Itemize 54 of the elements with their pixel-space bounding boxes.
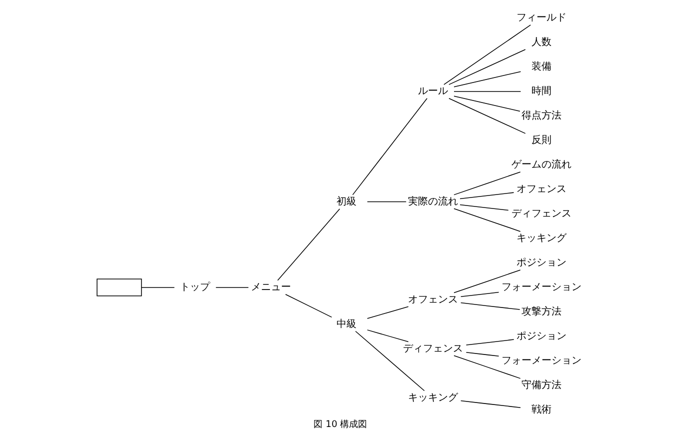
node-text: キッキング bbox=[408, 392, 458, 404]
connector bbox=[443, 24, 530, 85]
connector bbox=[453, 96, 520, 112]
node-text: 人数 bbox=[530, 37, 551, 48]
connector bbox=[284, 294, 332, 318]
node-text: 中級 bbox=[336, 318, 356, 330]
connector bbox=[215, 287, 248, 288]
node-text: フォーメーション bbox=[500, 282, 581, 294]
node-text: 時間 bbox=[530, 86, 551, 98]
connector bbox=[448, 98, 526, 134]
connector bbox=[352, 98, 427, 196]
connector bbox=[465, 339, 514, 346]
connector bbox=[460, 302, 520, 310]
connector bbox=[366, 201, 406, 202]
connector bbox=[140, 287, 174, 288]
node-text: 反則 bbox=[530, 135, 551, 146]
connector bbox=[465, 352, 499, 357]
connector bbox=[460, 292, 499, 297]
node-text: フォーメーション bbox=[500, 356, 581, 367]
connector bbox=[453, 355, 520, 379]
node-text: 実際の流れ bbox=[408, 196, 458, 208]
connector bbox=[453, 71, 521, 88]
connector bbox=[459, 204, 508, 211]
connector bbox=[453, 208, 520, 232]
connector bbox=[453, 91, 521, 92]
node-text: ディフェンス bbox=[402, 343, 463, 354]
caption: 図 10 構成図 bbox=[313, 419, 367, 430]
node-text: 初級 bbox=[336, 196, 356, 208]
node-text: 戦術 bbox=[530, 404, 551, 416]
node-text: メニュー bbox=[250, 282, 290, 294]
connector bbox=[453, 172, 520, 196]
node-text: オフェンス bbox=[408, 294, 458, 306]
node-text: ポジション bbox=[516, 258, 566, 269]
connector bbox=[366, 330, 408, 342]
connector bbox=[453, 270, 520, 294]
connector bbox=[459, 192, 514, 200]
node-text: ポジション bbox=[516, 331, 566, 342]
node-text: ディフェンス bbox=[510, 208, 571, 220]
node-text: ゲームの流れ bbox=[510, 160, 571, 171]
node-text: ルール bbox=[418, 86, 448, 98]
node-box bbox=[96, 278, 142, 296]
node-text: オフェンス bbox=[516, 184, 566, 196]
node-text: 装備 bbox=[530, 62, 551, 73]
connector bbox=[366, 306, 408, 319]
node-text: キッキング bbox=[516, 233, 566, 244]
connector bbox=[448, 49, 526, 85]
node-text: フィールド bbox=[516, 12, 566, 24]
connector bbox=[460, 400, 520, 408]
node-text: トップ bbox=[180, 282, 210, 294]
node-text: 攻撃方法 bbox=[520, 306, 561, 318]
node-text: 守備方法 bbox=[520, 380, 561, 392]
connector bbox=[276, 208, 340, 281]
node-text: 得点方法 bbox=[520, 110, 561, 122]
connector bbox=[354, 330, 424, 392]
